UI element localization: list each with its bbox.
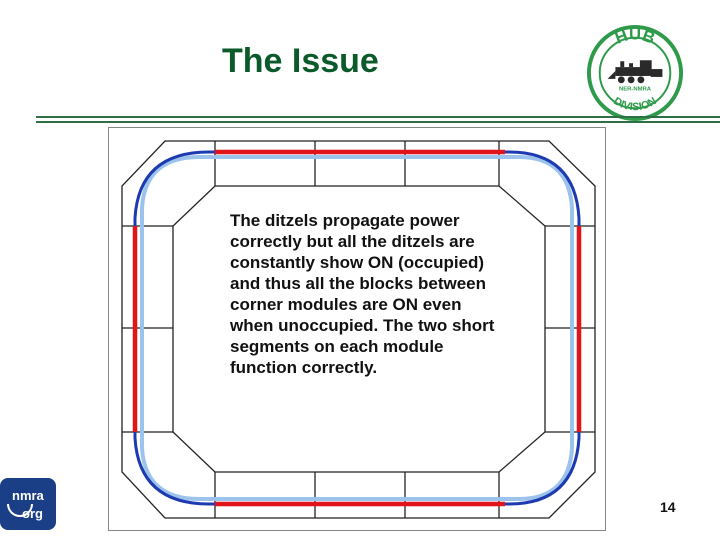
track-light-blue bbox=[140, 155, 574, 501]
hub-division-logo: HUB DIVISION NER-NMRA bbox=[586, 25, 684, 122]
module-layout-diagram bbox=[121, 140, 596, 519]
hub-logo-bottom-text: DIVISION bbox=[611, 95, 658, 113]
locomotive-icon bbox=[607, 60, 663, 84]
track-red-segments bbox=[132, 149, 582, 507]
hub-logo-middle-text: NER-NMRA bbox=[619, 87, 652, 93]
svg-text:DIVISION: DIVISION bbox=[611, 95, 658, 113]
track-blue bbox=[133, 150, 581, 506]
nmra-logo: nmra org bbox=[0, 478, 56, 530]
layout-figure bbox=[108, 127, 606, 531]
outer-boundary bbox=[121, 140, 596, 519]
title-rule-lower bbox=[36, 121, 720, 123]
svg-text:HUB: HUB bbox=[612, 25, 657, 48]
slide-title: The Issue bbox=[222, 42, 379, 80]
page-number: 14 bbox=[660, 499, 676, 515]
hub-logo-top-text: HUB bbox=[612, 25, 657, 48]
nmra-logo-text: nmra bbox=[12, 488, 45, 503]
nmra-logo-org-text: org bbox=[22, 506, 43, 521]
slide-description: The ditzels propagate power correctly bu… bbox=[230, 211, 495, 377]
title-rule-upper bbox=[36, 116, 720, 118]
